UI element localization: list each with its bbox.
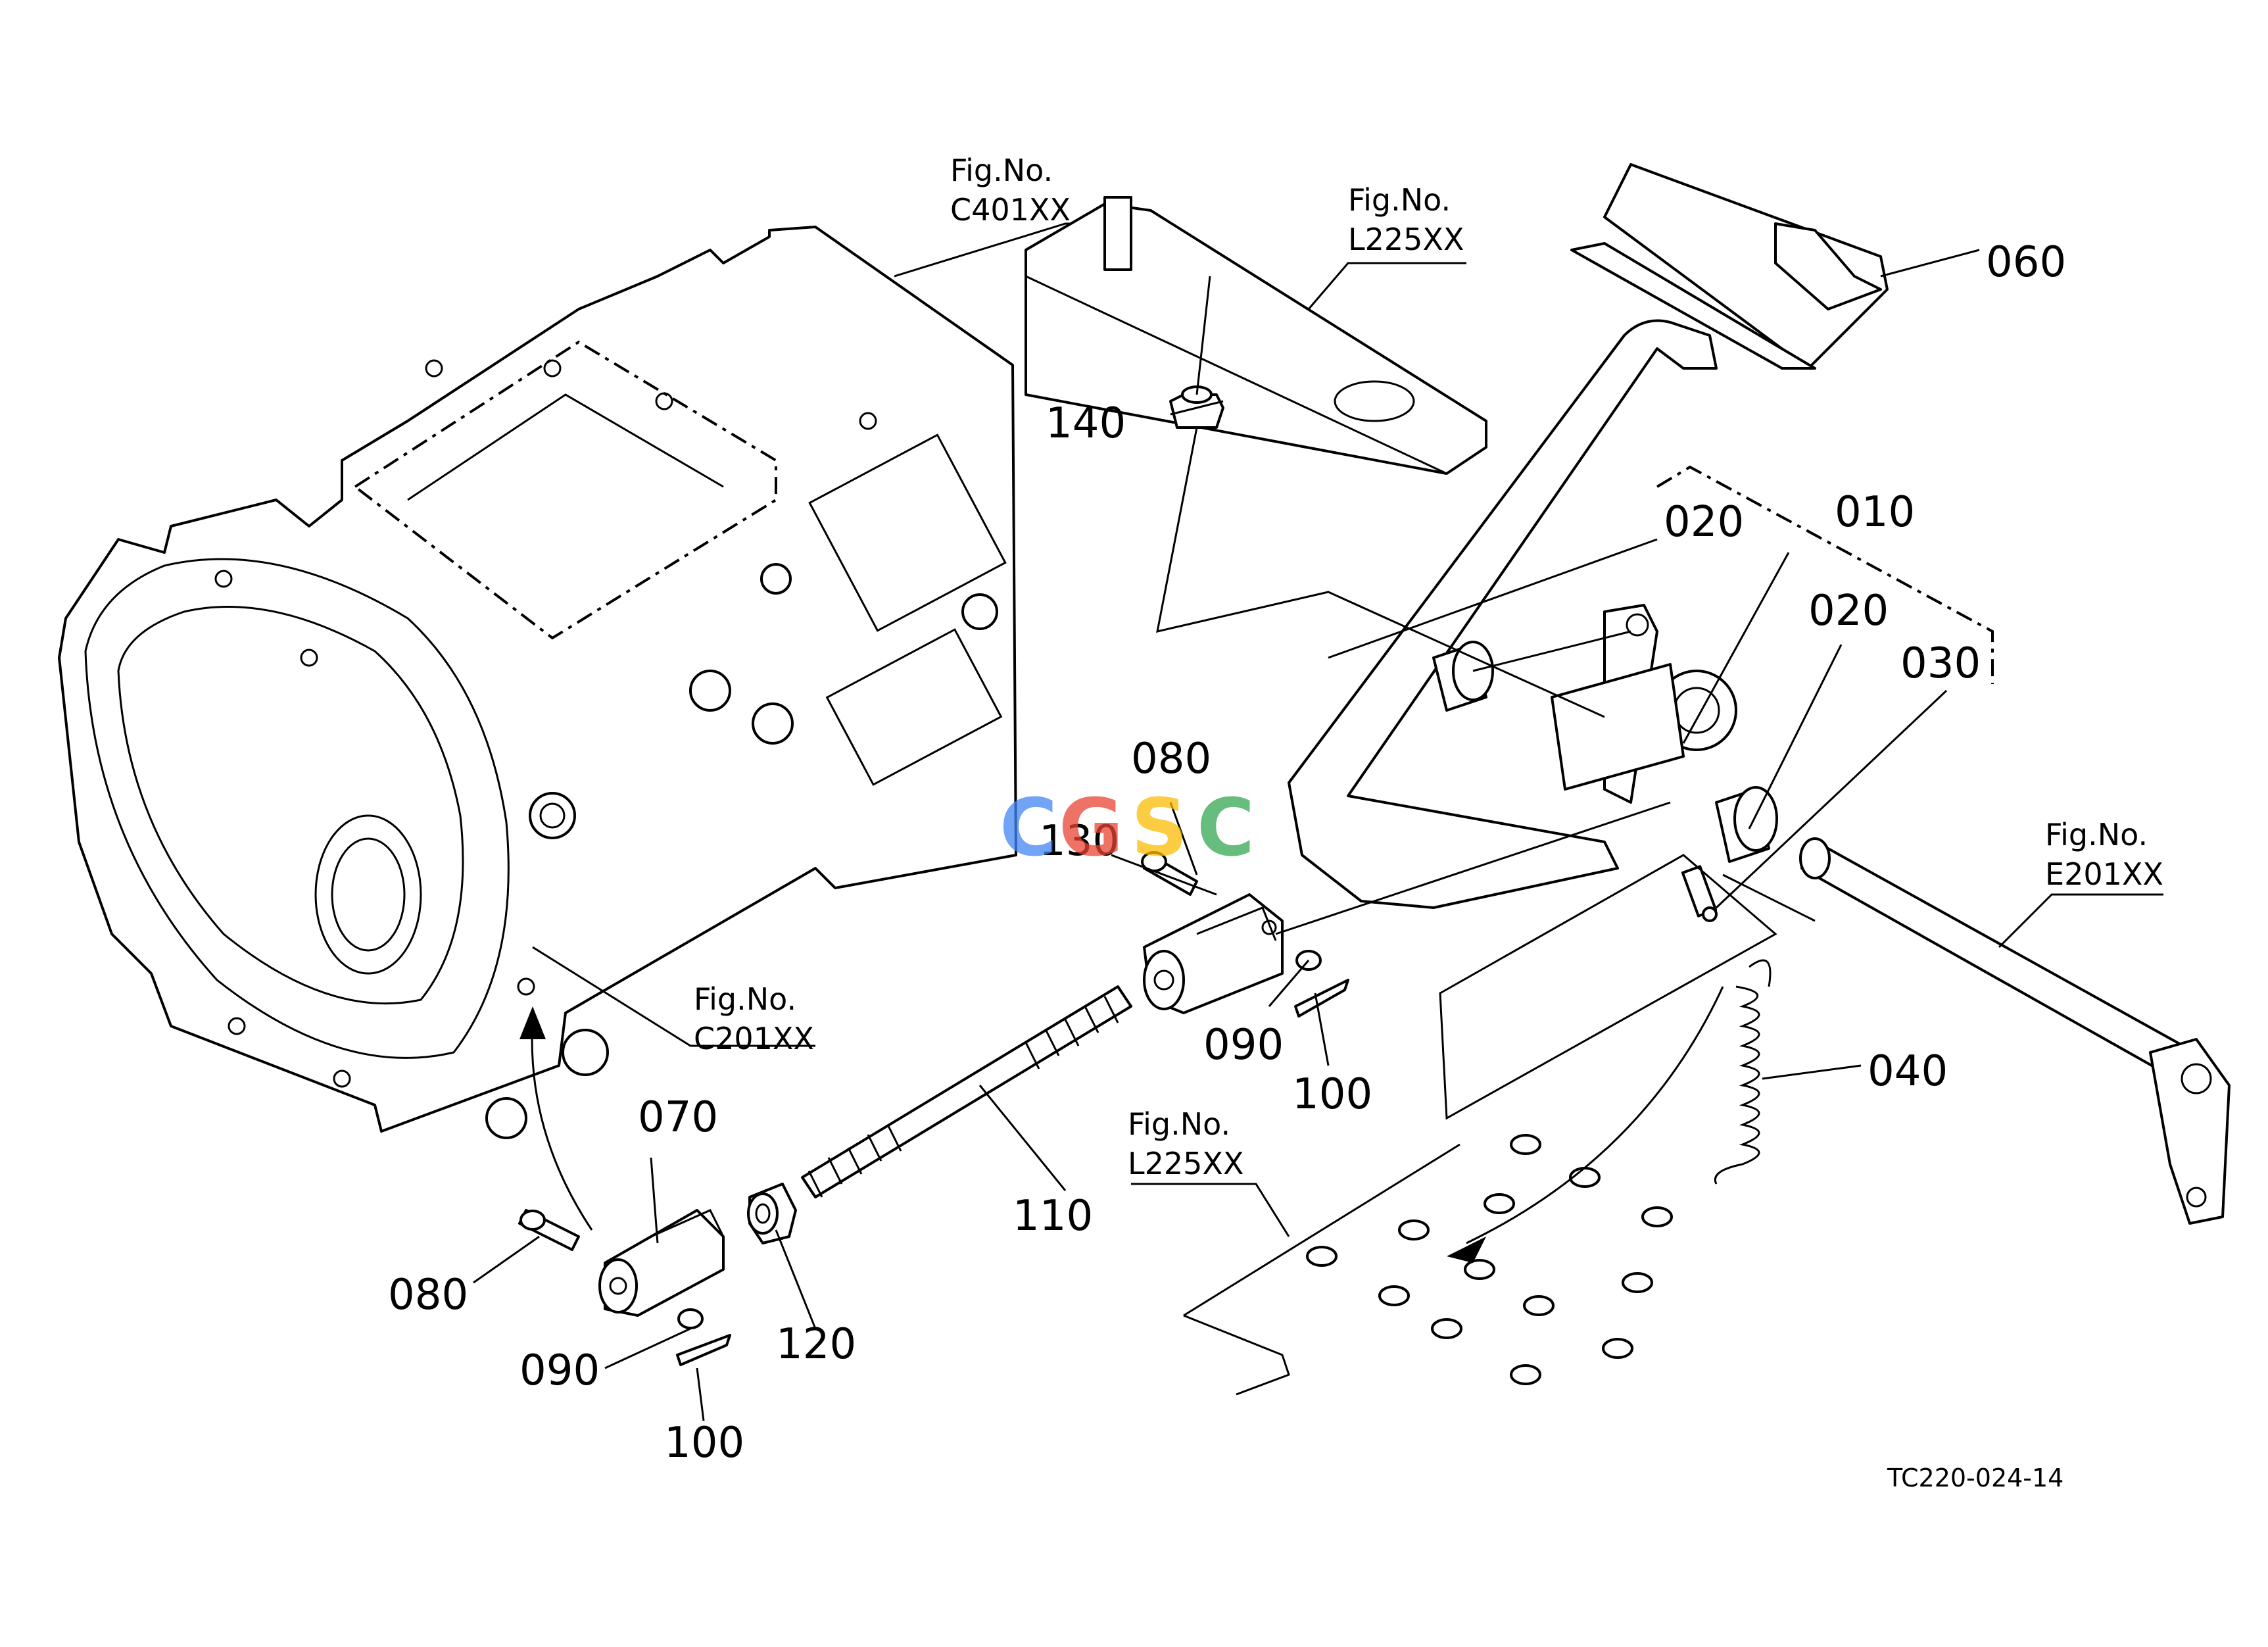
figure-reference-c401: Fig.No. C401XX xyxy=(950,153,1071,228)
step-bracket-top xyxy=(1025,196,1487,475)
nut-120 xyxy=(747,1183,797,1244)
figure-reference-l225-bottom: Fig.No. L225XX xyxy=(1128,1106,1243,1181)
part-label-120: 120 xyxy=(776,1320,856,1369)
figure-reference-l225-top: Fig.No. L225XX xyxy=(1348,182,1464,257)
part-label-030: 030 xyxy=(1900,639,1981,688)
part-label-100-upper: 100 xyxy=(1292,1070,1372,1119)
brake-pedal xyxy=(1288,163,1889,909)
drawing-code: TC220-024-14 xyxy=(1887,1463,2063,1492)
grease-nipple xyxy=(1681,865,1718,922)
watermark-letter-2: G xyxy=(1059,783,1124,874)
svg-text:Fig.No.: Fig.No. xyxy=(2045,817,2148,852)
part-label-040: 040 xyxy=(1868,1047,1948,1096)
part-label-020-right: 020 xyxy=(1808,587,1889,635)
part-label-110: 110 xyxy=(1013,1192,1093,1241)
part-label-090-upper: 090 xyxy=(1203,1021,1284,1069)
svg-text:L225XX: L225XX xyxy=(1128,1146,1243,1181)
part-label-090-lower: 090 xyxy=(519,1346,600,1395)
assembly-lines xyxy=(1156,276,1816,1120)
watermark-letter-4: C xyxy=(1197,783,1255,874)
yoke-070 xyxy=(598,1209,725,1317)
bushing-020-right xyxy=(1715,786,1778,863)
transmission-housing xyxy=(58,226,1017,1139)
assembly-outline xyxy=(1656,465,1994,684)
svg-text:Fig.No.: Fig.No. xyxy=(950,153,1053,188)
clevis-pin-080-upper xyxy=(1141,851,1198,896)
return-spring xyxy=(1714,959,1772,1185)
svg-text:E201XX: E201XX xyxy=(2045,856,2163,892)
part-label-130: 130 xyxy=(1039,817,1119,866)
washer-090-lower xyxy=(677,1308,704,1329)
watermark-letter-1: C xyxy=(1000,783,1057,874)
part-label-080-upper: 080 xyxy=(1131,735,1211,783)
part-label-100-lower: 100 xyxy=(664,1419,744,1467)
part-label-080-lower: 080 xyxy=(388,1271,468,1319)
assembly-arrow-right xyxy=(1447,986,1724,1263)
cross-shaft xyxy=(1799,837,2231,1225)
svg-text:C201XX: C201XX xyxy=(694,1021,814,1056)
part-label-010: 010 xyxy=(1835,488,1915,537)
part-label-070: 070 xyxy=(638,1093,718,1142)
part-label-020-left: 020 xyxy=(1664,498,1744,547)
svg-text:Fig.No.: Fig.No. xyxy=(1348,182,1451,218)
leader-lines xyxy=(473,222,2163,1421)
assembly-arrow-left xyxy=(519,1006,593,1231)
figure-reference-c201: Fig.No. C201XX xyxy=(694,981,814,1056)
cotter-pin-100-lower xyxy=(676,1334,731,1366)
svg-text:Fig.No.: Fig.No. xyxy=(694,981,796,1017)
watermark-letter-3: S xyxy=(1131,783,1188,874)
figure-reference-e201: Fig.No. E201XX xyxy=(2045,817,2163,892)
brake-rod xyxy=(801,985,1132,1198)
floor-plate-bottom xyxy=(1183,1134,1673,1396)
svg-text:C401XX: C401XX xyxy=(950,192,1071,228)
bushing-020-left xyxy=(1432,641,1494,712)
part-labels: 060 010 020 020 030 040 140 080 130 090 … xyxy=(388,238,2066,1467)
part-label-140: 140 xyxy=(1046,399,1126,448)
yoke-130 xyxy=(1143,893,1284,1014)
cotter-pin-100-upper xyxy=(1294,979,1349,1018)
svg-text:L225XX: L225XX xyxy=(1348,222,1464,257)
watermark-logo: C G S C xyxy=(1000,783,1255,874)
floor-plate-holes xyxy=(1306,1134,1673,1385)
svg-text:Fig.No.: Fig.No. xyxy=(1128,1106,1230,1142)
clevis-pin-080-lower xyxy=(518,1209,580,1251)
part-label-060: 060 xyxy=(1986,238,2066,287)
